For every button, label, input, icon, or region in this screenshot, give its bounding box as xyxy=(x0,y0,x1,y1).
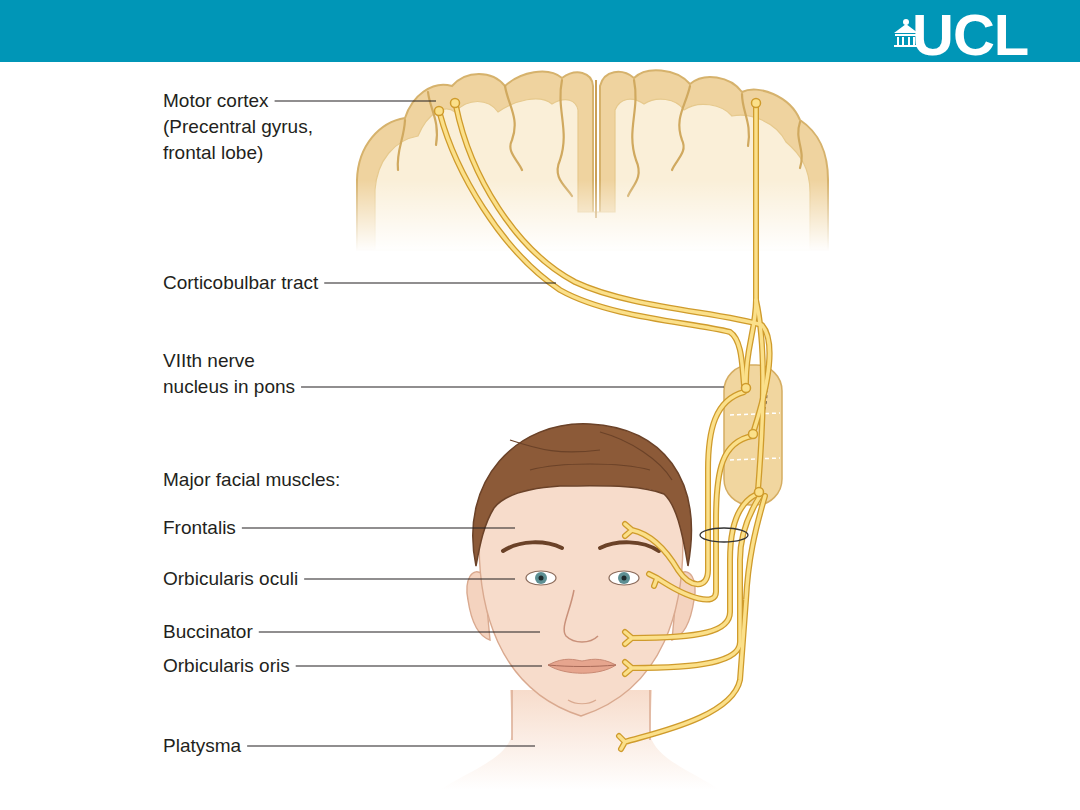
leader-line xyxy=(304,578,515,579)
tract-fills xyxy=(440,106,769,749)
portico-column xyxy=(897,37,899,45)
corticobulbar-fibre xyxy=(746,106,756,385)
facial-nerve-fibre xyxy=(625,494,757,644)
neuron-cell xyxy=(752,99,761,108)
muscle-label: Frontalis xyxy=(163,515,363,541)
sulcus xyxy=(505,86,522,170)
nerve-ring xyxy=(700,528,748,542)
corticobulbar-fibre xyxy=(756,300,763,490)
face-outline xyxy=(479,462,683,716)
facial-nerve-fibre xyxy=(625,392,744,584)
leader-line xyxy=(242,527,515,528)
portico-column xyxy=(908,37,910,45)
right-iris xyxy=(618,572,630,584)
structure-label: Corticobulbar tract xyxy=(163,270,423,296)
leader-line xyxy=(296,665,542,666)
corticobulbar-fibre xyxy=(746,106,756,385)
neuron-cell xyxy=(755,488,764,497)
leader-line xyxy=(324,282,556,283)
nucleus-divider xyxy=(730,413,780,415)
sulcus xyxy=(398,120,405,170)
leader-lines xyxy=(242,101,724,746)
left-iris xyxy=(535,572,547,584)
facial-nucleus xyxy=(724,365,782,505)
left-eye xyxy=(526,571,556,585)
sulcus xyxy=(672,86,690,170)
facial-nerve-fibre xyxy=(625,392,744,584)
tract-outlines xyxy=(440,106,769,749)
leader-line xyxy=(259,631,540,632)
sulcus xyxy=(428,92,437,145)
sulcus xyxy=(628,80,639,196)
sulcus xyxy=(742,94,749,146)
corticobulbar-fibre xyxy=(456,106,769,430)
facial-nerve-fibre xyxy=(625,496,760,674)
structure-label: Motor cortex (Precentral gyrus, frontal … xyxy=(163,88,348,166)
section-fade xyxy=(350,180,835,252)
leader-line xyxy=(275,100,436,101)
nose xyxy=(564,590,598,642)
corticobulbar-fibre xyxy=(756,300,763,490)
structure-label: VIIth nerve nucleus in pons xyxy=(163,348,321,400)
muscle-label: Orbicularis oris xyxy=(163,653,363,679)
sulcus xyxy=(798,122,801,168)
nucleus-divider xyxy=(730,458,780,460)
leader-line xyxy=(247,745,535,746)
lips xyxy=(548,659,616,673)
neuron-cell xyxy=(435,107,444,116)
corticobulbar-fibre xyxy=(440,114,744,385)
muscle-label: Orbicularis oculi xyxy=(163,566,363,592)
neuron-bodies xyxy=(435,99,764,497)
facial-nerve-fibre xyxy=(619,496,765,749)
right-pupil xyxy=(622,576,627,581)
brain-section xyxy=(350,70,835,252)
left-pupil xyxy=(539,576,544,581)
muscle-label: Buccinator xyxy=(163,619,363,645)
hair-strands xyxy=(510,432,672,480)
portico-dome xyxy=(903,19,909,25)
leader-line xyxy=(301,386,724,387)
corticobulbar-fibre xyxy=(440,114,744,385)
right-eye xyxy=(609,571,639,585)
chin xyxy=(568,700,596,704)
neuron-cell xyxy=(451,99,460,108)
heading-label: Major facial muscles: xyxy=(163,467,423,493)
pons-nucleus xyxy=(724,365,782,505)
corticobulbar-fibre xyxy=(456,106,769,430)
mouth-line xyxy=(548,665,616,667)
face-figure xyxy=(440,424,720,790)
neuron-cell xyxy=(749,430,758,439)
left-eyebrow xyxy=(503,542,562,551)
neuron-cell xyxy=(742,384,751,393)
logo-text: UCL xyxy=(912,6,1072,64)
sulci xyxy=(398,80,802,196)
portico-column xyxy=(902,37,904,45)
right-eyebrow xyxy=(600,542,659,551)
muscle-label: Platysma xyxy=(163,733,363,759)
sulcus xyxy=(558,80,572,196)
